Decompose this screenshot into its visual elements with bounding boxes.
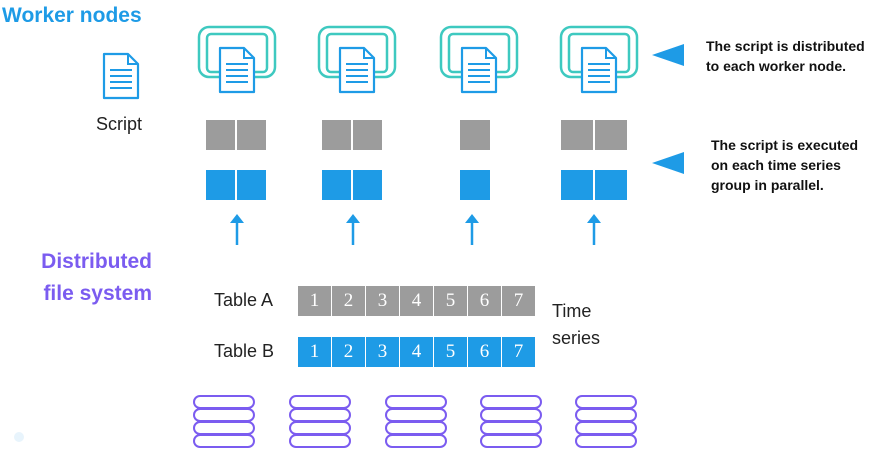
- table-a-cells: 1 2 3 4 5 6 7: [298, 286, 536, 316]
- pointer-triangle-icon: [652, 44, 684, 66]
- table-b-cell: 4: [400, 337, 433, 367]
- note-line: The script is executed: [711, 137, 859, 153]
- distributed-file-system-title: Distributed file system: [41, 246, 152, 310]
- storage-stack-icon: [575, 395, 637, 448]
- up-arrow-icon: [465, 214, 479, 245]
- script-document-icon: [102, 52, 140, 100]
- note-line: on each time series: [711, 157, 841, 173]
- storage-stack-icon: [480, 395, 542, 448]
- up-arrow-icon: [346, 214, 360, 245]
- dfs-title-line-1: Distributed: [41, 250, 152, 273]
- time-series-label-line: series: [552, 328, 601, 348]
- table-a-cell: 6: [468, 286, 501, 316]
- table-b-cell: 1: [298, 337, 331, 367]
- table-b-cell: 3: [366, 337, 399, 367]
- table-b-cell: 7: [502, 337, 535, 367]
- document-icon: [338, 46, 376, 94]
- table-b-cells: 1 2 3 4 5 6 7: [298, 337, 536, 367]
- document-icon: [580, 46, 618, 94]
- table-b-label: Table B: [214, 341, 275, 361]
- table-b-cell: 5: [434, 337, 467, 367]
- document-icon: [460, 46, 498, 94]
- script-label: Script: [96, 114, 143, 134]
- storage-stack-icon: [289, 395, 351, 448]
- decorative-dot: [14, 432, 24, 442]
- up-arrow-icon: [587, 214, 601, 245]
- table-a-cell: 4: [400, 286, 433, 316]
- note-script-executed: The script is executed on each time seri…: [711, 135, 858, 195]
- storage-stack-icon: [193, 395, 255, 448]
- storage-stack-icon: [385, 395, 447, 448]
- table-a-label: Table A: [214, 290, 274, 310]
- worker-nodes-title: Worker nodes: [2, 4, 142, 27]
- document-icon: [218, 46, 256, 94]
- note-script-distributed: The script is distributed to each worker…: [706, 36, 865, 76]
- table-b-cell: 6: [468, 337, 501, 367]
- table-a-cell: 3: [366, 286, 399, 316]
- note-line: to each worker node.: [706, 58, 847, 74]
- note-line: The script is distributed: [706, 38, 865, 54]
- table-b-cell: 2: [332, 337, 365, 367]
- table-a-cell: 1: [298, 286, 331, 316]
- time-series-label: Time series: [552, 298, 600, 352]
- table-a-cell: 7: [502, 286, 535, 316]
- table-a-cell: 2: [332, 286, 365, 316]
- table-a-cell: 5: [434, 286, 467, 316]
- dfs-title-line-2: file system: [43, 282, 152, 305]
- up-arrow-icon: [230, 214, 244, 245]
- time-series-label-line: Time: [552, 301, 592, 321]
- note-line: group in parallel.: [711, 177, 824, 193]
- pointer-triangle-icon: [652, 152, 684, 174]
